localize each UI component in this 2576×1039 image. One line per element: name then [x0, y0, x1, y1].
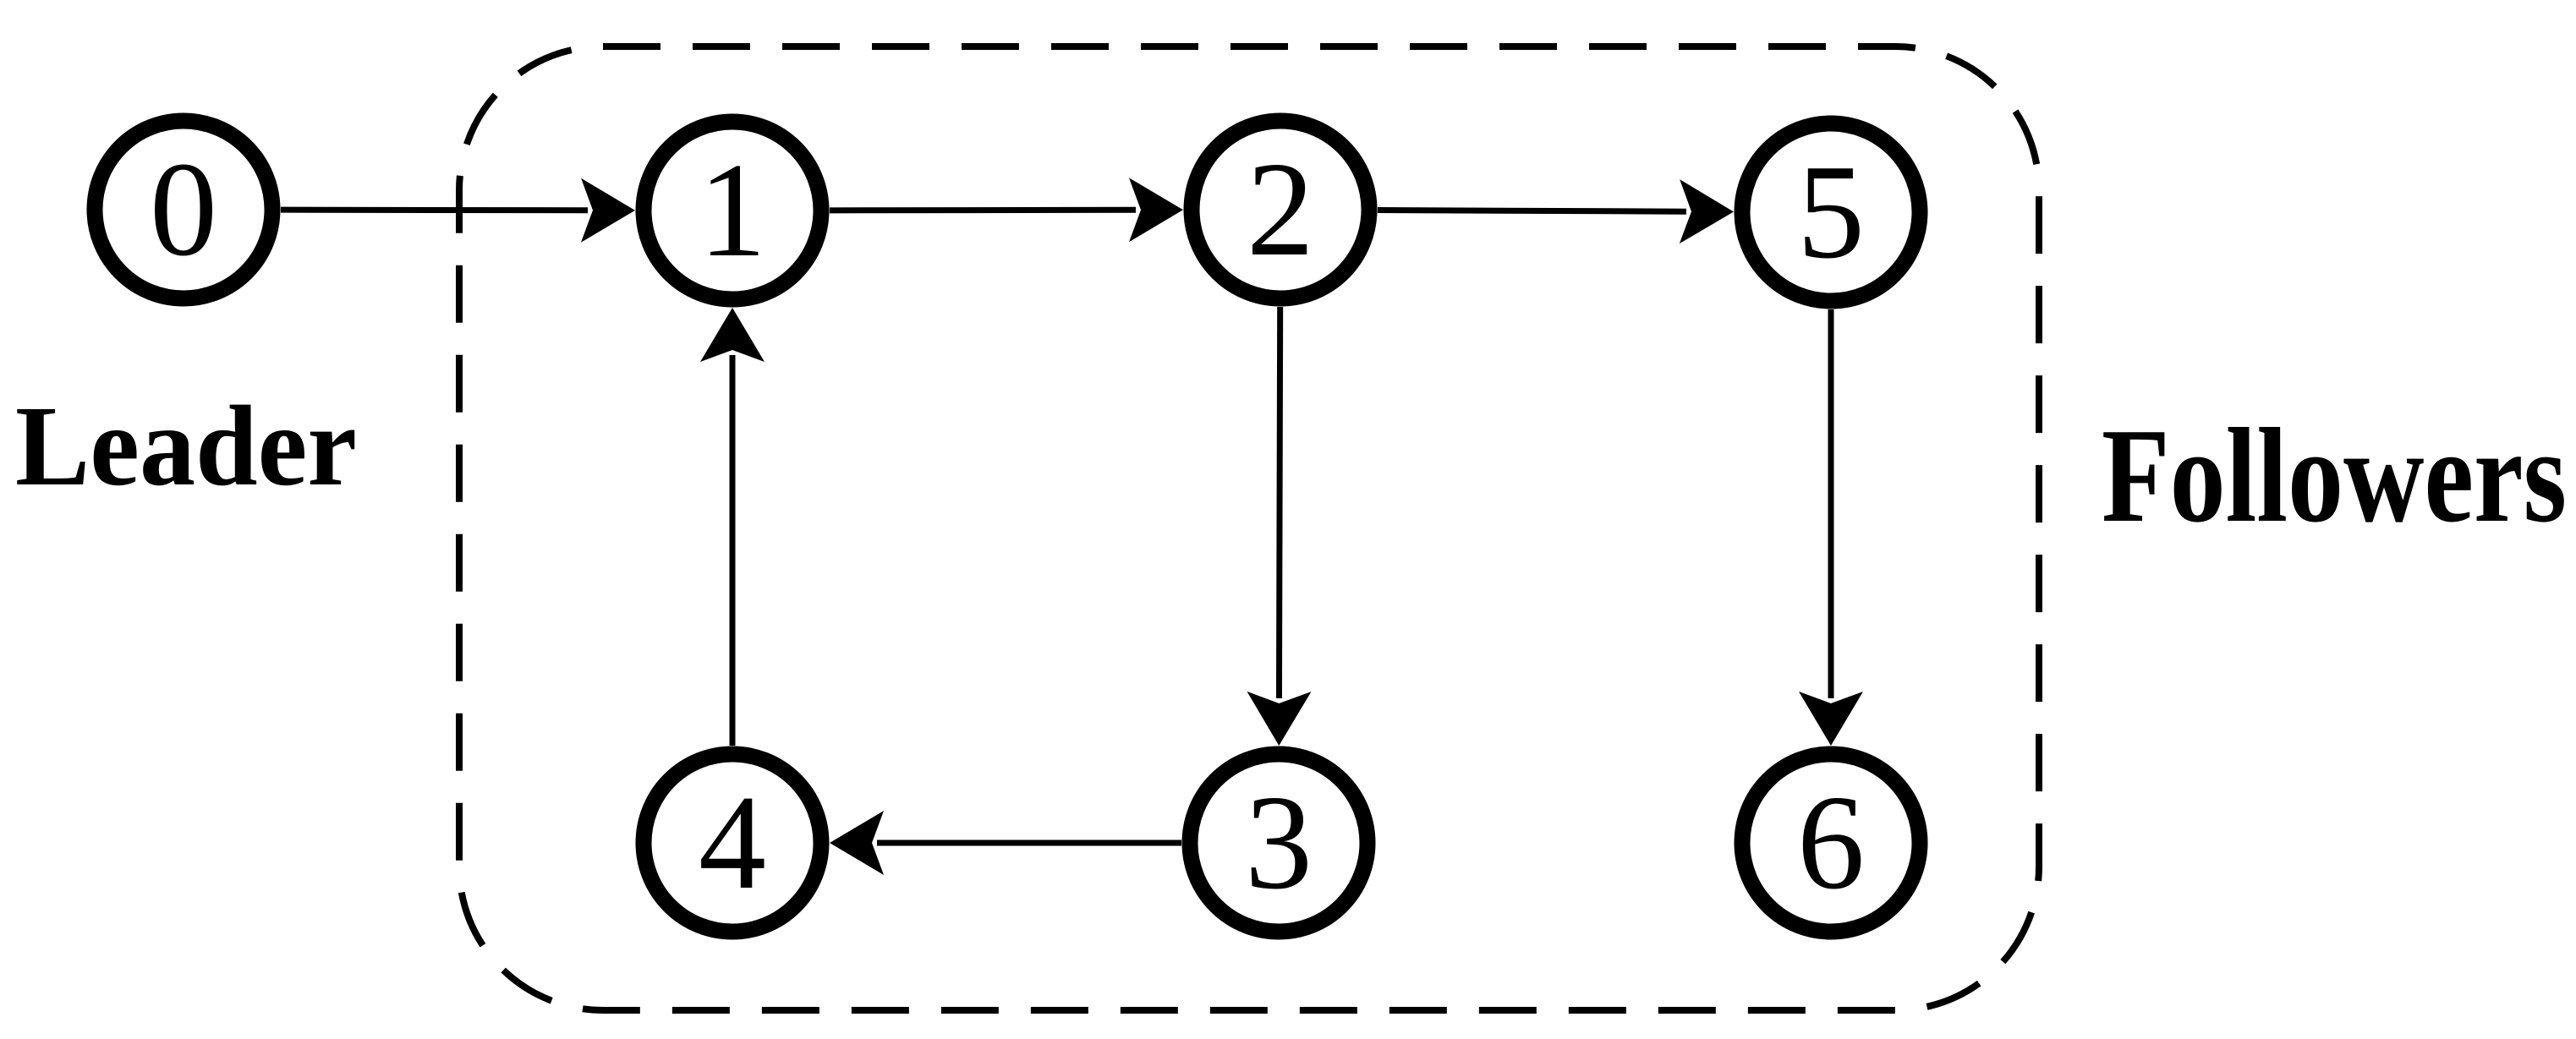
edge-5-6-arrowhead-icon [1799, 692, 1863, 746]
followers-label: Followers [2102, 400, 2567, 550]
edge-4-1-arrowhead-icon [700, 308, 765, 362]
edge-2-5-line [1377, 207, 1687, 215]
node-1-follower: 1 [635, 113, 830, 308]
node-0-circle [86, 112, 281, 307]
edge-5-6 [1799, 309, 1863, 746]
node-2-label: 2 [1247, 134, 1314, 284]
edge-2-3-line [1275, 306, 1284, 699]
edge-2-5 [1377, 179, 1735, 244]
node-4-label: 4 [699, 767, 766, 917]
edge-1-2 [829, 178, 1184, 243]
edge-0-1-arrowhead-icon [580, 178, 636, 243]
node-1-circle [635, 113, 830, 308]
node-5-circle [1734, 115, 1928, 309]
edge-0-1-line [280, 206, 589, 214]
node-3-label: 3 [1245, 767, 1313, 917]
node-6-circle [1734, 746, 1928, 940]
edge-0-1 [280, 178, 636, 243]
node-1-label: 1 [699, 134, 766, 285]
edge-3-4 [830, 811, 1181, 875]
node-0-label: 0 [150, 134, 217, 284]
edge-2-5-arrowhead-icon [1679, 179, 1735, 244]
node-6-follower: 6 [1734, 746, 1928, 940]
node-3-circle [1181, 746, 1376, 940]
node-2-follower: 2 [1183, 112, 1378, 307]
node-4-follower: 4 [635, 746, 830, 940]
node-5-follower: 5 [1734, 115, 1928, 309]
edge-2-3 [1247, 306, 1312, 746]
edge-3-4-arrowhead-icon [830, 811, 884, 875]
node-4-circle [635, 746, 830, 940]
node-6-label: 6 [1797, 767, 1865, 917]
followers-group-boundary [456, 43, 2042, 1014]
edge-1-2-arrowhead-icon [1128, 178, 1184, 243]
edge-1-2-line [829, 206, 1137, 214]
node-5-label: 5 [1797, 136, 1865, 287]
node-3-follower: 3 [1181, 746, 1376, 940]
leader-label: Leader [15, 383, 357, 510]
node-2-circle [1183, 112, 1378, 307]
edge-4-1 [700, 308, 765, 746]
edge-2-3-arrowhead-icon [1247, 691, 1312, 746]
node-0-leader: 0 [86, 112, 281, 307]
